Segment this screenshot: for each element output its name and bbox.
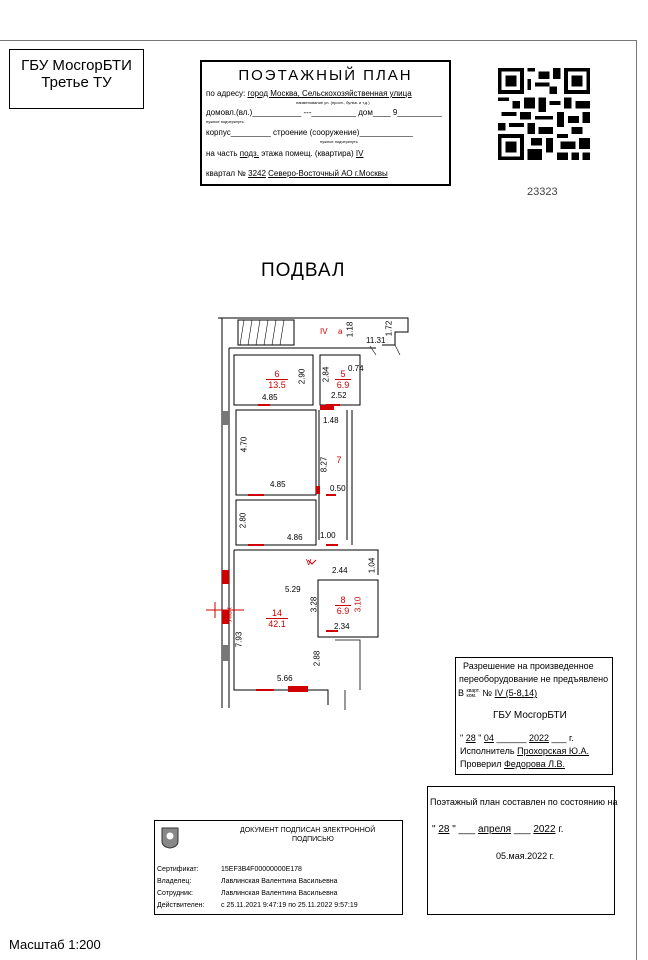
permit-rooms-row: В кварт.ком. № IV (5-8,14) — [458, 687, 538, 699]
state-line1: Поэтажный план составлен по состоянию на — [430, 797, 618, 807]
dim-4-85b: 4.85 — [270, 480, 286, 489]
label-iv: IV — [320, 327, 328, 336]
room-label-7: 7 — [336, 455, 342, 465]
organization-box: ГБУ МосгорБТИ Третье ТУ — [9, 49, 144, 109]
permit-date: " 28 " 04 ______ 2022 ___ г. — [460, 733, 574, 743]
permit-box: Разрешение на произведенное переоборудов… — [455, 657, 613, 775]
scale-label: Масштаб 1:200 — [9, 937, 101, 952]
dim-2-52: 2.52 — [331, 391, 347, 400]
permit-checker: Проверил Федорова Л.В. — [460, 759, 565, 769]
state-box: Поэтажный план составлен по состоянию на… — [427, 786, 618, 915]
dim-2-34: 2.34 — [334, 622, 350, 631]
dim-0-74: 0.74 — [348, 364, 364, 373]
korpus-row: корпус_________ строение (сооружение)___… — [206, 128, 413, 137]
esign-cert: 15EF3B4F00000000E178 — [221, 866, 302, 873]
dim-2-88: 2.88 — [312, 650, 322, 667]
dim-1-48: 1.48 — [323, 416, 339, 425]
permit-line1: Разрешение на произведенное — [463, 661, 594, 671]
label-lyuk: люк — [224, 607, 234, 622]
organization-unit: Третье ТУ — [41, 74, 112, 91]
section-mark — [206, 602, 244, 618]
document-code: 23323 — [527, 186, 558, 198]
dim-4-85a: 4.85 — [262, 393, 278, 402]
house-number: 9 — [392, 108, 398, 117]
dim-7-93: 7.93 — [234, 631, 244, 648]
stroenie-hint: нужное подчеркнуть — [320, 139, 358, 144]
dim-5-29: 5.29 — [285, 585, 301, 594]
moscow-emblem-icon — [161, 827, 179, 849]
esignature-box: ДОКУМЕНТ ПОДПИСАН ЭЛЕКТРОННОЙ ПОДПИСЬЮ С… — [154, 820, 403, 915]
title-block: ПОЭТАЖНЫЙ ПЛАН по адресу: город Москва, … — [200, 60, 451, 186]
room-14 — [233, 549, 379, 705]
dim-1-72: 1.72 — [384, 320, 394, 337]
permit-line2: переоборудование не предъявлено — [459, 674, 609, 684]
dim-1-18: 1.18 — [345, 321, 355, 338]
floor-value: IV — [355, 149, 364, 158]
domovl-hint: нужное подчеркнуть — [206, 119, 244, 124]
dim-3-10: 3.10 — [353, 596, 363, 613]
organization-name: ГБУ МосгорБТИ — [21, 57, 132, 74]
dim-0-50: 0.50 — [330, 484, 346, 493]
dim-2-44: 2.44 — [332, 566, 348, 575]
permit-org: ГБУ МосгорБТИ — [493, 710, 567, 721]
dim-11-31: 11.31 — [366, 336, 386, 345]
esign-employee: Лавлинская Валентина Васильевна — [221, 890, 338, 897]
domovl-row: домовл.(вл.)___________ ---__________ до… — [206, 108, 442, 117]
wall-top — [218, 317, 409, 346]
dim-2-80: 2.80 — [238, 512, 248, 529]
room-8 — [317, 579, 379, 638]
esign-title-2: ПОДПИСЬЮ — [292, 836, 334, 843]
dim-3-28: 3.28 — [309, 596, 319, 613]
dim-2-90: 2.90 — [297, 368, 307, 385]
esign-owner: Лавлинская Валентина Васильевна — [221, 878, 338, 885]
room-7 — [318, 410, 353, 545]
part-row: на часть подз. этажа помещ. (квартира) I… — [206, 149, 364, 158]
part-value: подз. — [239, 149, 259, 158]
dim-4-70: 4.70 — [239, 436, 249, 453]
label-a: а — [338, 327, 343, 336]
quarter-value: 3242 — [248, 169, 266, 178]
stair — [237, 319, 295, 346]
label-v: V — [306, 558, 312, 567]
floor-title: ПОДВАЛ — [261, 260, 346, 281]
sheet-border-right — [636, 40, 637, 960]
permit-rooms: IV (5-8,14) — [494, 688, 538, 698]
room-upper-large — [235, 409, 317, 496]
esign-title-1: ДОКУМЕНТ ПОДПИСАН ЭЛЕКТРОННОЙ — [240, 827, 376, 834]
dim-1-04: 1.04 — [367, 557, 377, 574]
quarter-row: квартал № 3242 Северо-Восточный АО г.Мос… — [206, 169, 388, 178]
floor-plan — [206, 317, 409, 710]
district: Северо-Восточный АО г.Москвы — [268, 169, 388, 178]
sheet-border-top — [0, 40, 637, 41]
state-date: " 28 " ___ апреля ___ 2022 г. — [432, 824, 564, 835]
qr-code — [498, 68, 590, 160]
dim-1-00: 1.00 — [320, 531, 336, 540]
dim-8-27: 8.27 — [319, 456, 329, 473]
arrow-v — [307, 559, 317, 565]
room-middle — [235, 499, 317, 546]
dim-2-84: 2.84 — [321, 366, 331, 383]
address-hint: наименование ул. (просп., бульв. и т.д.) — [296, 100, 370, 105]
domovl-value: --- — [303, 108, 312, 117]
room-6 — [233, 354, 314, 406]
dim-4-86: 4.86 — [287, 533, 303, 542]
state-issued: 05.мая.2022 г. — [496, 851, 555, 861]
dim-5-66: 5.66 — [277, 674, 293, 683]
address-row: по адресу: город Москва, Сельскохозяйств… — [206, 89, 412, 98]
permit-executor: Исполнитель Прохорская Ю.А. — [460, 746, 589, 756]
address-value: город Москва, Сельскохозяйственная улица — [247, 89, 412, 98]
plan-title: ПОЭТАЖНЫЙ ПЛАН — [238, 67, 413, 84]
esign-valid: с 25.11.2021 9:47:19 по 25.11.2022 9:57:… — [221, 902, 358, 909]
